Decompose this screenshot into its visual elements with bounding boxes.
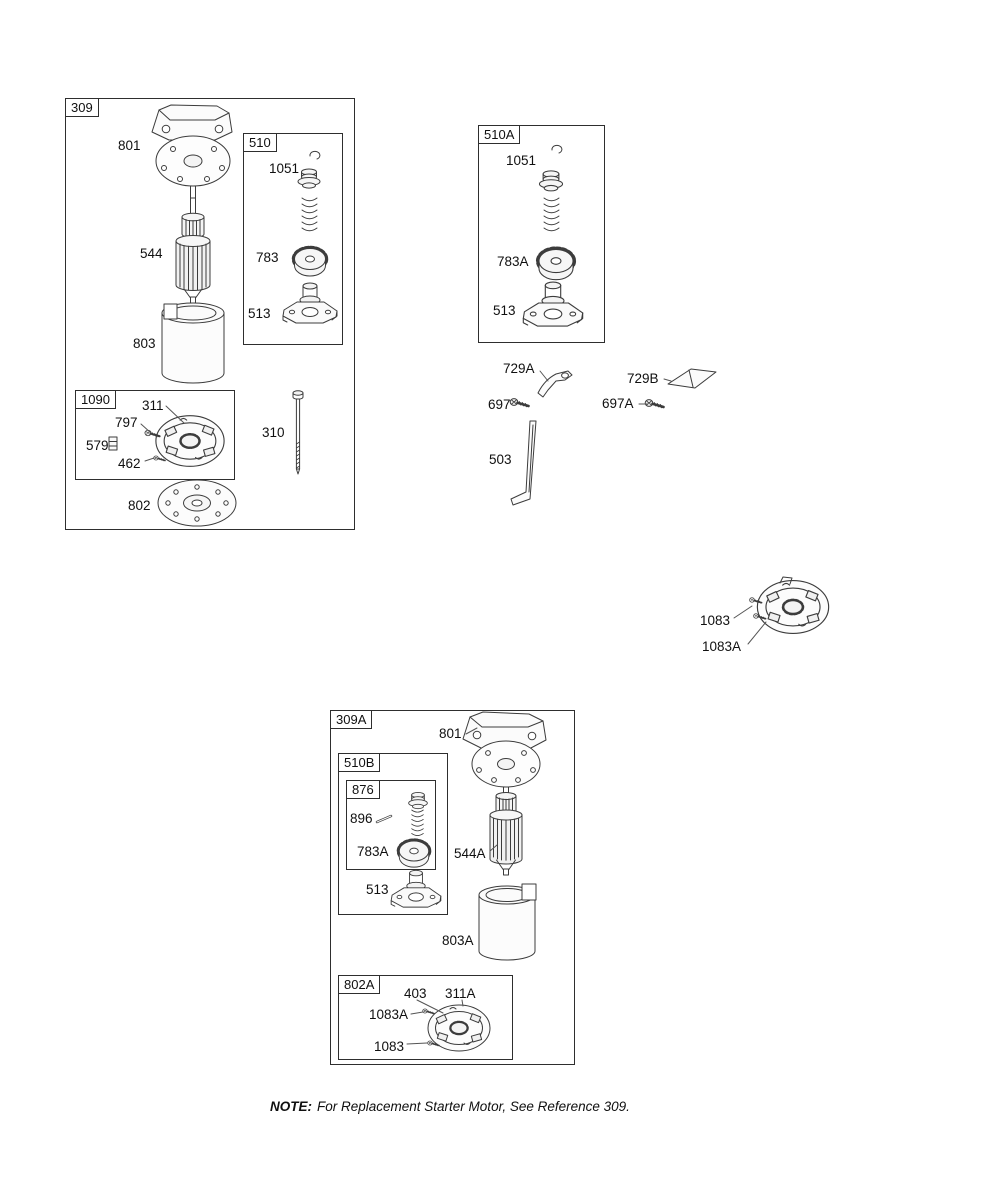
group-tag-802a: 802A bbox=[338, 975, 381, 994]
drive-513a-art bbox=[522, 281, 584, 327]
drive-513-art bbox=[282, 282, 338, 324]
callout-729b: 729B bbox=[627, 371, 659, 386]
callout-513: 513 bbox=[248, 306, 271, 321]
group-tag-309a: 309A bbox=[330, 710, 373, 729]
spring-510-art bbox=[301, 197, 318, 232]
callout-462: 462 bbox=[118, 456, 141, 471]
endcap-802a-art bbox=[421, 1003, 492, 1053]
callout-544a: 544A bbox=[454, 846, 486, 861]
callout-1051a: 1051 bbox=[506, 153, 537, 168]
bracket-729a-art bbox=[537, 370, 573, 398]
callout-1083a: 1083A bbox=[702, 639, 742, 654]
leader-lines bbox=[140, 370, 767, 1045]
note-prefix: NOTE: bbox=[270, 1099, 312, 1114]
callout-513b: 513 bbox=[366, 882, 389, 897]
housing-803a-art bbox=[478, 883, 537, 961]
endcap-1090-art bbox=[153, 413, 227, 469]
group-tag-876: 876 bbox=[346, 780, 380, 799]
callout-403: 403 bbox=[404, 986, 427, 1001]
gear-783a2-art bbox=[399, 841, 428, 867]
armature-544-art bbox=[175, 197, 211, 304]
callout-783: 783 bbox=[256, 250, 279, 265]
note: NOTE: For Replacement Starter Motor, See … bbox=[270, 1099, 630, 1114]
endcap-1083-art bbox=[748, 576, 828, 633]
bracket-729b-art bbox=[667, 368, 717, 389]
callout-697a: 697A bbox=[602, 396, 634, 411]
group-tag-1090: 1090 bbox=[75, 390, 116, 409]
drive-513b-art bbox=[390, 869, 442, 908]
strap-503-art bbox=[510, 420, 537, 506]
callout-783a: 783A bbox=[497, 254, 529, 269]
group-tag-510a: 510A bbox=[478, 125, 521, 144]
gear-783a-art bbox=[539, 249, 573, 279]
callout-802: 802 bbox=[128, 498, 151, 513]
bracket-801a-art bbox=[462, 711, 547, 796]
callout-1051: 1051 bbox=[269, 161, 300, 176]
callout-1083: 1083 bbox=[700, 613, 731, 628]
screw-697a-art bbox=[643, 398, 665, 410]
callout-729a: 729A bbox=[503, 361, 535, 376]
bracket-801-art bbox=[151, 104, 233, 199]
spring-510a-art bbox=[543, 197, 560, 232]
callout-503: 503 bbox=[489, 452, 512, 467]
armature-544a-art bbox=[489, 792, 523, 876]
callout-896: 896 bbox=[350, 811, 373, 826]
retainer-1051a-art bbox=[538, 144, 564, 192]
group-tag-510b: 510B bbox=[338, 753, 381, 772]
brush-spring-579-art bbox=[108, 436, 118, 451]
callout-803: 803 bbox=[133, 336, 156, 351]
callout-801: 801 bbox=[118, 138, 141, 153]
callout-783a2: 783A bbox=[357, 844, 389, 859]
bolt-310-art bbox=[292, 390, 304, 475]
group-tag-510: 510 bbox=[243, 133, 277, 152]
housing-803-art bbox=[161, 302, 225, 384]
callout-544: 544 bbox=[140, 246, 163, 261]
pin-896-art bbox=[375, 814, 393, 824]
callout-513a: 513 bbox=[493, 303, 516, 318]
callout-797: 797 bbox=[115, 415, 138, 430]
callout-310: 310 bbox=[262, 425, 285, 440]
callout-697: 697 bbox=[488, 397, 511, 412]
plate-802-art bbox=[157, 479, 237, 527]
callout-1083-2: 1083 bbox=[374, 1039, 405, 1054]
callout-311a: 311A bbox=[445, 986, 476, 1001]
callout-803a: 803A bbox=[442, 933, 474, 948]
clutch-876-art bbox=[408, 792, 428, 836]
group-tag-309: 309 bbox=[65, 98, 99, 117]
callout-579: 579 bbox=[86, 438, 109, 453]
callout-801a: 801 bbox=[439, 726, 462, 741]
note-text: For Replacement Starter Motor, See Refer… bbox=[317, 1099, 630, 1114]
callout-311: 311 bbox=[142, 398, 164, 413]
callout-1083a2: 1083A bbox=[369, 1007, 409, 1022]
gear-783-art bbox=[295, 249, 326, 277]
retainer-1051-art bbox=[297, 150, 321, 189]
screw-697-art bbox=[508, 397, 530, 409]
